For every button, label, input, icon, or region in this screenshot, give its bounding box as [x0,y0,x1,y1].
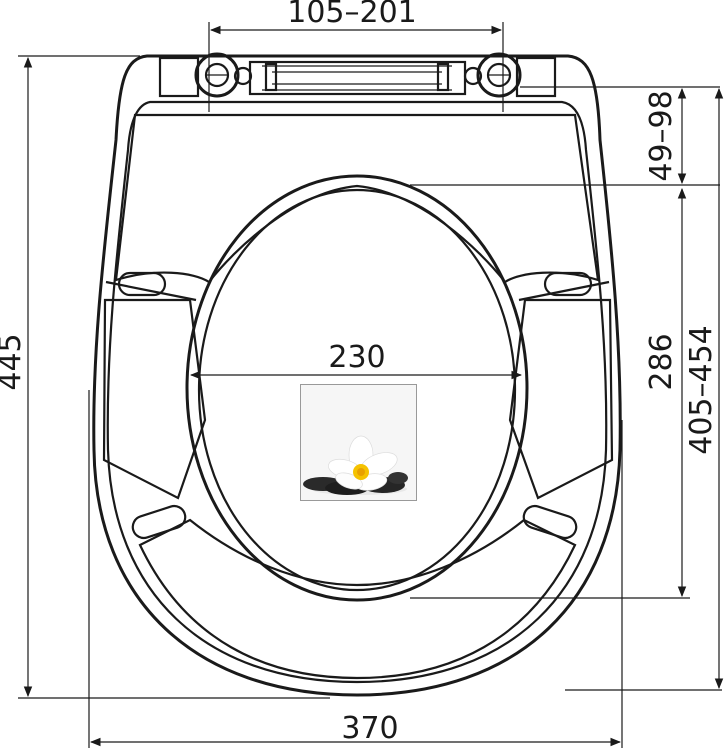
dimension-bowl-length: 405–454 [565,87,724,691]
overall-width-label: 370 [341,711,398,746]
dimension-rear-offset: 49–98 [410,86,720,186]
opening-width-label: 230 [328,340,385,375]
dimension-overall-length: 445 [0,55,330,699]
side-pads [102,280,614,680]
dimension-overall-width: 370 [88,390,623,748]
opening-length-label: 286 [644,333,679,390]
rear-offset-label: 49–98 [644,90,679,181]
dimension-opening-width: 230 [189,340,523,380]
lid-contour [114,113,600,284]
hinge-assembly [158,52,557,98]
overall-length-label: 445 [0,333,28,390]
right-hinge-bolt [463,52,522,98]
seat-outline [92,54,622,697]
flower-on-stones-icon [301,385,416,500]
seat-opening [185,174,529,602]
bumpers [117,271,593,540]
left-hinge-bolt [194,52,253,98]
bowl-length-label: 405–454 [684,325,719,455]
hinge-spacing-label: 105–201 [287,0,417,30]
dimension-opening-length: 286 [410,187,690,599]
decor-photo [300,384,417,501]
dimension-hinge-spacing: 105–201 [208,0,504,112]
